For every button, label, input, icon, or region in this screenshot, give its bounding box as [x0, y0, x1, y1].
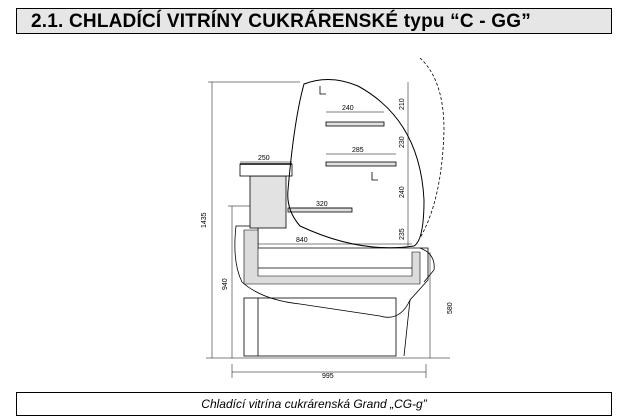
tub-insulation — [243, 229, 421, 285]
dim-top-service: 250 — [258, 155, 270, 162]
dim-overall-depth: 995 — [322, 373, 334, 380]
shelf-middle — [325, 161, 397, 167]
figure-caption: Chladící vitrína cukrárenská Grand „CG-g… — [201, 397, 427, 411]
caption-banner: Chladící vitrína cukrárenská Grand „CG-g… — [16, 392, 612, 416]
curved-glass — [287, 79, 425, 249]
shelf-top — [325, 121, 385, 127]
rear-column — [249, 175, 287, 229]
glass-open-path — [419, 57, 445, 239]
dim-clearance-mid: 230 — [399, 136, 406, 148]
base-cabinet — [243, 297, 397, 357]
dim-base-height: 580 — [447, 302, 454, 314]
dim-overall-height: 1435 — [201, 212, 208, 228]
page-title: 2.1. CHLADÍCÍ VITRÍNY CUKRÁRENSKÉ typu “… — [31, 11, 531, 32]
dim-clearance-low: 240 — [399, 186, 406, 198]
title-banner: 2.1. CHLADÍCÍ VITRÍNY CUKRÁRENSKÉ typu “… — [16, 8, 612, 34]
dim-floor: 840 — [296, 237, 308, 244]
dim-middle-shelf: 285 — [352, 147, 364, 154]
dim-top-shelf: 240 — [342, 105, 354, 112]
dim-clearance-top: 210 — [399, 98, 406, 110]
shelf-lower — [287, 207, 353, 213]
dim-clearance-floor: 235 — [399, 228, 406, 240]
dim-lower-shelf: 320 — [316, 201, 328, 208]
dim-counter-height: 940 — [222, 278, 229, 290]
